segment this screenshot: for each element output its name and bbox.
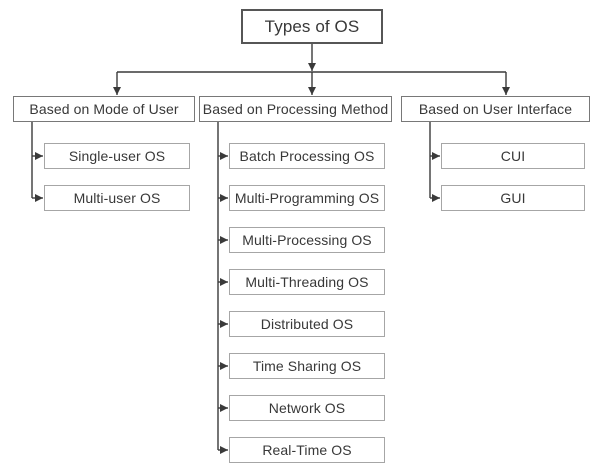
node-multi-threading-os: Multi-Threading OS [229,269,385,295]
node-single-user-os: Single-user OS [44,143,190,169]
node-network-os: Network OS [229,395,385,421]
node-distributed-os: Distributed OS [229,311,385,337]
node-multi-processing-os: Multi-Processing OS [229,227,385,253]
node-based-on-user-interface: Based on User Interface [401,96,590,122]
node-batch-processing-os: Batch Processing OS [229,143,385,169]
node-based-on-mode-of-user: Based on Mode of User [13,96,195,122]
node-real-time-os: Real-Time OS [229,437,385,463]
node-multi-programming-os: Multi-Programming OS [229,185,385,211]
node-types-of-os: Types of OS [241,9,383,44]
node-based-on-processing-method: Based on Processing Method [199,96,392,122]
node-time-sharing-os: Time Sharing OS [229,353,385,379]
node-cui: CUI [441,143,585,169]
node-multi-user-os: Multi-user OS [44,185,190,211]
node-gui: GUI [441,185,585,211]
